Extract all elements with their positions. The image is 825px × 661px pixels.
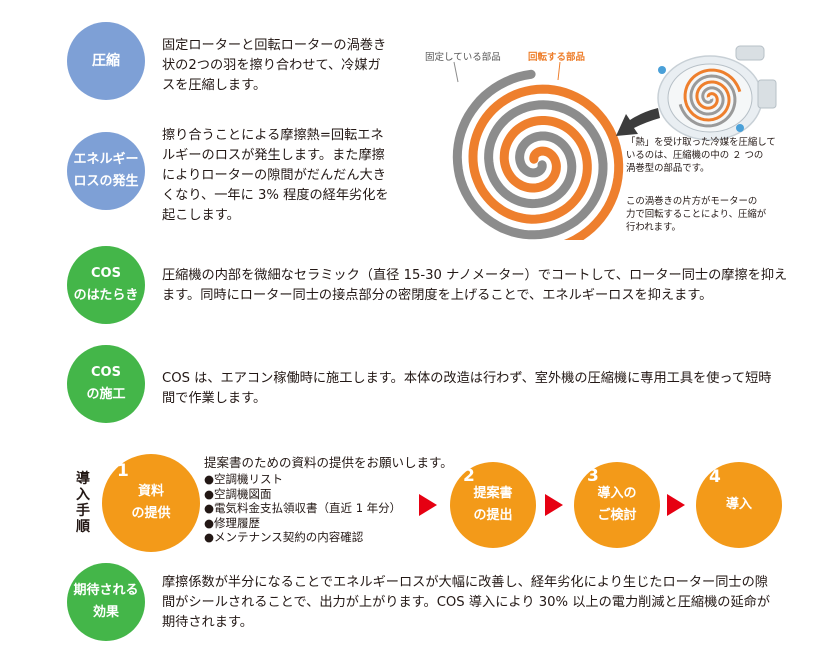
caption-line: いるのは、圧縮機の中の ２ つの <box>626 150 764 161</box>
step-1-intro: 提案書のための資料の提供をお願いします。 <box>204 455 453 470</box>
step-label: の提供 <box>131 506 171 521</box>
caption-line: 行われます。 <box>626 222 681 233</box>
badge-line: 圧縮 <box>92 53 120 69</box>
title-char: 順 <box>76 519 90 535</box>
step-1-number: 1 <box>117 461 129 481</box>
badge-cos-install: COS の施工 <box>67 345 145 423</box>
caption-line: 渦巻型の部品です。 <box>626 163 710 174</box>
step-label: ご検討 <box>597 508 637 523</box>
text-line: スを圧縮します。 <box>162 78 267 93</box>
text-line: 摩擦係数が半分になることでエネルギーロスが大幅に改善し、経年劣化により生じたロー… <box>162 575 768 590</box>
badge-line: のはたらき <box>73 288 139 303</box>
step-3-badge: 3 導入の ご検討 <box>574 462 660 548</box>
text-line: 状の2つの羽を擦り合わせて、冷媒ガ <box>162 58 381 73</box>
badge-line: ロスの発生 <box>73 174 139 189</box>
step-1-badge: 1 資料 の提供 <box>102 454 200 552</box>
badge-line: COS <box>91 266 121 281</box>
title-char: 入 <box>76 487 90 503</box>
text-line: 間がシールされることで、出力が上がります。COS 導入により 30% 以上の電力… <box>162 595 771 610</box>
text-line: によりローターの隙間がだんだん大き <box>162 168 386 183</box>
caption-line: この渦巻きの片方がモーターの <box>626 196 758 207</box>
step-1-details: 提案書のための資料の提供をお願いします。 ●空調機リスト ●空調機図面 ●電気料… <box>204 455 453 545</box>
step-arrow-icon <box>419 494 437 516</box>
list-item: ●空調機図面 <box>204 486 272 501</box>
caption-line: 「熱」を受け取った冷媒を圧縮して <box>626 137 776 148</box>
step-label: 資料 <box>137 484 164 499</box>
effect-text: 摩擦係数が半分になることでエネルギーロスが大幅に改善し、経年劣化により生じたロー… <box>162 573 770 633</box>
badge-line: 期待される <box>73 583 139 598</box>
text-line: くなり、一年に 3% 程度の経年劣化を <box>162 188 389 203</box>
step-2-number: 2 <box>463 466 475 486</box>
step-2-badge: 2 提案書 の提出 <box>450 462 536 548</box>
process-title: 導 入 手 順 <box>74 471 92 535</box>
text-line: 擦り合うことによる摩擦熱=回転エネ <box>162 128 384 143</box>
text-line: ルギーのロスが発生します。また摩擦 <box>162 148 385 163</box>
step-arrow-icon <box>545 494 563 516</box>
energy-loss-text: 擦り合うことによる摩擦熱=回転エネ ルギーのロスが発生します。また摩擦 によりロ… <box>162 126 389 226</box>
badge-cos-function: COS のはたらき <box>67 246 145 324</box>
text-line: 固定ローターと回転ローターの渦巻き <box>162 38 387 53</box>
badge-line: エネルギー <box>73 152 139 167</box>
step-4-badge: 4 導入 <box>696 462 782 548</box>
compressor-picture <box>657 45 777 141</box>
label-fixed-part: 固定している部品 <box>425 52 501 63</box>
text-line: COS は、エアコン稼働時に施工します。本体の改造は行わず、室外機の圧縮機に専用… <box>162 371 772 386</box>
label-rotating-part: 回転する部品 <box>528 52 586 63</box>
cos-function-text: 圧縮機の内部を微細なセラミック（直径 15-30 ナノメーター）でコートして、ロ… <box>162 266 787 306</box>
badge-line: の施工 <box>86 387 126 402</box>
rotating-spiral <box>468 84 624 240</box>
cos-install-text: COS は、エアコン稼働時に施工します。本体の改造は行わず、室外機の圧縮機に専用… <box>162 369 772 409</box>
step-label: 導入の <box>597 486 637 501</box>
list-item: ●修理履歴 <box>204 515 261 530</box>
compression-text: 固定ローターと回転ローターの渦巻き 状の2つの羽を擦り合わせて、冷媒ガ スを圧縮… <box>162 36 386 96</box>
text-line: 間で作業します。 <box>162 391 267 406</box>
text-line: ます。同時にローター同士の接点部分の密閉度を上げることで、エネルギーロスを抑えま… <box>162 288 713 303</box>
badge-compression: 圧縮 <box>67 22 145 100</box>
leader-rotating <box>557 61 561 81</box>
leader-fixed <box>453 61 459 83</box>
diagram-caption-2: この渦巻きの片方がモーターの 力で回転することにより、圧縮が 行われます。 <box>626 195 766 234</box>
caption-line: 力で回転することにより、圧縮が <box>626 209 767 220</box>
text-line: 起こします。 <box>162 208 240 223</box>
pointer-arrow-icon <box>616 108 660 136</box>
diagram-caption-1: 「熱」を受け取った冷媒を圧縮して いるのは、圧縮機の中の ２ つの 渦巻型の部品… <box>626 136 776 175</box>
step-3-number: 3 <box>587 466 599 486</box>
title-char: 手 <box>76 503 90 519</box>
text-line: 圧縮機の内部を微細なセラミック（直径 15-30 ナノメーター）でコートして、ロ… <box>162 268 788 283</box>
fixed-spiral <box>452 69 608 240</box>
spiral-illustration <box>452 45 777 240</box>
list-item: ●空調機リスト <box>204 472 284 487</box>
step-label: 導入 <box>725 497 752 512</box>
step-label: の提出 <box>473 508 513 523</box>
list-item: ●電気料金支払領収書（直近 1 年分） <box>204 501 402 516</box>
step-arrow-icon <box>667 494 685 516</box>
badge-energy-loss: エネルギー ロスの発生 <box>67 132 145 210</box>
text-line: 期待されます。 <box>162 615 253 630</box>
scroll-diagram: 固定している部品 回転する部品 「熱」を受け取った冷媒を圧縮して いるのは、圧縮… <box>420 40 780 240</box>
list-item: ●メンテナンス契約の内容確認 <box>204 530 364 545</box>
step-4-number: 4 <box>709 467 721 487</box>
step-label: 提案書 <box>473 486 513 501</box>
badge-effect: 期待される 効果 <box>67 563 145 641</box>
badge-line: COS <box>91 365 121 380</box>
badge-line: 効果 <box>92 605 119 620</box>
title-char: 導 <box>76 471 90 487</box>
